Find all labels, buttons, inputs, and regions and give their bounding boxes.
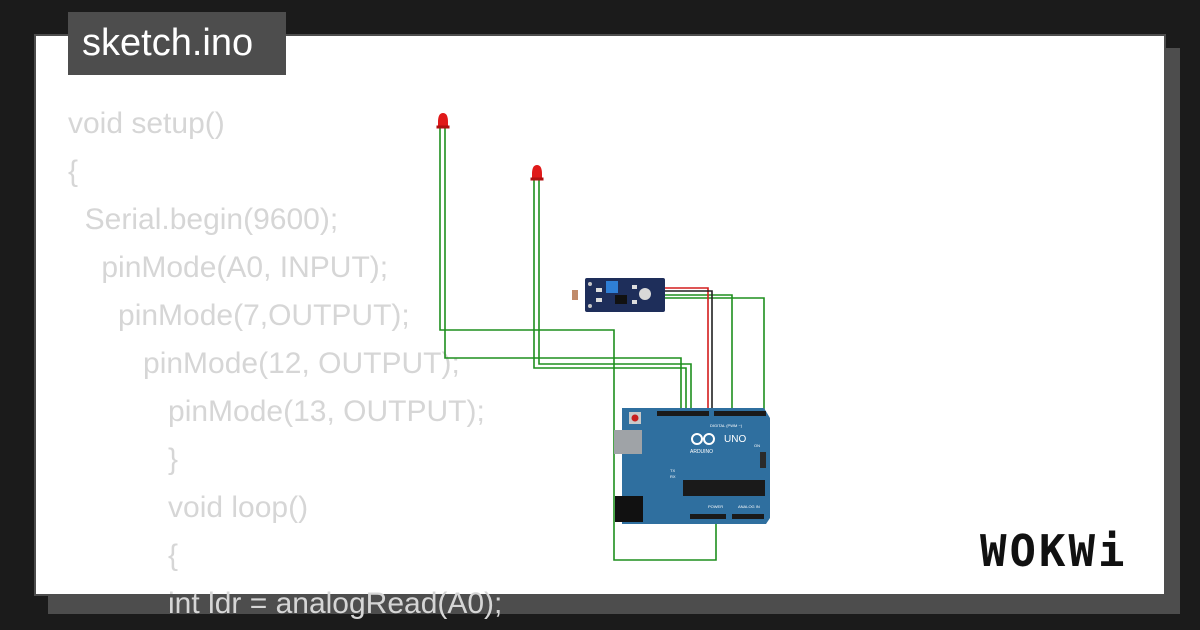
rx-label: RX (670, 474, 676, 479)
led-icon[interactable] (530, 165, 544, 181)
board-brand: ARDUINO (690, 449, 713, 455)
preview-card: void setup() { Serial.begin(9600); pinMo… (34, 34, 1168, 620)
sketch-title: sketch.ino (68, 12, 286, 75)
code-line: pinMode(12, OUTPUT); (68, 347, 460, 380)
led-icon[interactable] (436, 113, 450, 129)
code-preview: void setup() { Serial.begin(9600); pinMo… (36, 36, 1168, 620)
code-line: void setup() (68, 107, 225, 140)
tx-label: TX (670, 468, 675, 473)
ldr-sensor-icon[interactable] (572, 278, 665, 312)
power-header-label: POWER (708, 504, 723, 509)
code-line: pinMode(13, OUTPUT); (68, 395, 485, 428)
code-line: int ldr = analogRead(A0); (68, 587, 503, 620)
wokwi-logo: WOKWi (980, 526, 1128, 577)
code-line: void loop() (68, 491, 309, 524)
circuit-diagram: UNO ARDUINO DIGITAL (PWM ~) POWER ANALOG… (436, 113, 770, 561)
board-name: UNO (724, 434, 746, 445)
code-line: { (68, 539, 179, 572)
code-line: pinMode(7,OUTPUT); (68, 299, 410, 332)
arduino-infinity-icon (691, 433, 715, 445)
code-line: pinMode(A0, INPUT); (68, 251, 389, 284)
digital-header-label: DIGITAL (PWM ~) (710, 423, 743, 428)
code-line: Serial.begin(9600); (68, 203, 339, 236)
arduino-uno-board[interactable]: UNO ARDUINO DIGITAL (PWM ~) POWER ANALOG… (614, 408, 770, 524)
code-line: { (68, 155, 79, 188)
code-line: } (68, 443, 179, 476)
analog-header-label: ANALOG IN (738, 504, 760, 509)
on-label: ON (754, 443, 760, 448)
